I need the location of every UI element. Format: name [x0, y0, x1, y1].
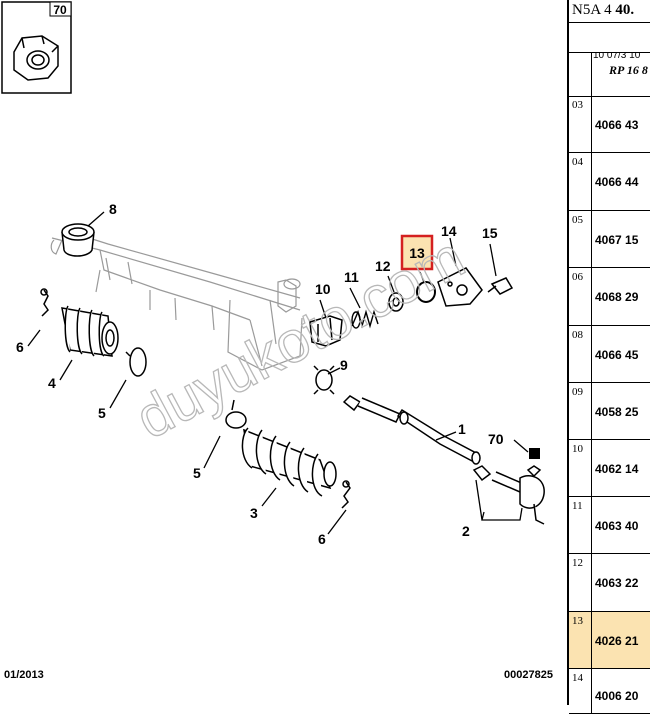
panel-header-code: 10 07/3 10 RP 16 8: [569, 52, 650, 97]
washer-icon: [388, 292, 404, 312]
callout-3: 3: [250, 505, 258, 521]
bellow-large-icon: [241, 427, 337, 497]
row-part-ref: 4068 29: [595, 290, 639, 304]
yoke-icon: [309, 315, 343, 347]
callout-9: 9: [340, 357, 348, 373]
callout-6: 6: [16, 339, 24, 355]
panel-header-model: N5A 4 40.: [569, 0, 650, 23]
parts-row[interactable]: 09 4058 25: [569, 383, 650, 440]
callout-11: 11: [344, 269, 359, 285]
parts-row[interactable]: 14 4006 20: [569, 669, 650, 714]
row-index: 13: [572, 615, 583, 627]
ring-clip-icon: [125, 347, 247, 429]
row-index: 04: [572, 156, 583, 168]
row-index: 05: [572, 214, 583, 226]
spring-icon: [351, 309, 379, 329]
row-index: 12: [572, 557, 583, 569]
inset-part-70: 70: [1, 1, 72, 94]
model-code: N5A 4: [572, 2, 612, 18]
callout-12: 12: [375, 258, 391, 274]
row-part-ref: 4058 25: [595, 405, 639, 419]
parts-row[interactable]: 03 4066 43: [569, 96, 650, 153]
callout-4: 4: [48, 375, 56, 391]
parts-row[interactable]: 04 4066 44: [569, 153, 650, 211]
callout-70-inset: 70: [53, 3, 67, 17]
watermark: duyukoto.com: [126, 225, 475, 452]
row-part-ref: 4063 40: [595, 519, 639, 533]
o-ring-icon: [416, 281, 436, 303]
callout-6: 6: [318, 531, 326, 547]
parts-row[interactable]: 05 4067 15: [569, 211, 650, 268]
row-index: 06: [572, 271, 583, 283]
callout-1: 1: [458, 421, 466, 437]
bush-icon: [61, 223, 95, 257]
tie-rod-end-icon: [472, 465, 545, 525]
row-part-ref: 4006 20: [595, 689, 639, 703]
callout-15: 15: [482, 225, 498, 241]
row-part-ref: 4062 14: [595, 462, 639, 476]
steering-rack-exploded-diagram: 70: [1, 1, 553, 681]
callout-14: 14: [441, 223, 457, 239]
callout-70: 70: [488, 431, 504, 447]
callout-5: 5: [98, 405, 106, 421]
row-index: 10: [572, 443, 583, 455]
plate-icon: [437, 267, 483, 307]
callout-13-highlight: 13: [400, 234, 434, 271]
nut-icon: [13, 35, 59, 81]
parts-row[interactable]: 08 4066 45: [569, 326, 650, 383]
callout-10: 10: [315, 281, 331, 297]
parts-row[interactable]: 11 4063 40: [569, 497, 650, 554]
parts-row[interactable]: 06 4068 29: [569, 268, 650, 326]
leader-lines: [27, 211, 529, 535]
row-part-ref: 4067 15: [595, 233, 639, 247]
callouts: 8 6 4 5 5 3 6 10 11 12 14 15 9 1 70 2: [16, 201, 504, 547]
pinion-gear-icon: [313, 365, 335, 395]
parts-row[interactable]: 13 4026 21: [569, 612, 650, 669]
clip-icon: [40, 288, 351, 509]
parts-row[interactable]: 10 4062 14: [569, 440, 650, 497]
header-rp-code: RP 16 8: [609, 63, 648, 77]
row-part-ref: 4066 45: [595, 348, 639, 362]
callout-2: 2: [462, 523, 470, 539]
model-code-bold: 40.: [615, 2, 635, 18]
row-part-ref: 4066 43: [595, 118, 639, 132]
row-part-ref: 4026 21: [595, 634, 639, 648]
square-marker-icon: [529, 448, 540, 459]
callout-5: 5: [193, 465, 201, 481]
parts-reference-panel: N5A 4 40. 10 07/3 10 RP 16 8 03 4066 43 04…: [567, 0, 650, 714]
callout-8: 8: [109, 201, 117, 217]
bolt-icon: [487, 277, 514, 295]
row-part-ref: 4066 44: [595, 175, 639, 189]
row-index: 03: [572, 99, 583, 111]
header-cut-text: 10 07/3 10: [593, 52, 641, 61]
bellow-small-icon: [61, 305, 119, 357]
row-index: 14: [572, 672, 583, 684]
panel-header-spacer: [569, 22, 650, 53]
footer-code: 00027825: [504, 669, 553, 681]
row-part-ref: 4063 22: [595, 576, 639, 590]
callout-13: 13: [409, 245, 425, 261]
row-index: 11: [572, 500, 583, 512]
parts-row[interactable]: 12 4063 22: [569, 554, 650, 612]
footer-date: 01/2013: [4, 669, 44, 681]
row-index: 08: [572, 329, 583, 341]
row-index: 09: [572, 386, 583, 398]
track-rod-icon: [342, 395, 481, 465]
